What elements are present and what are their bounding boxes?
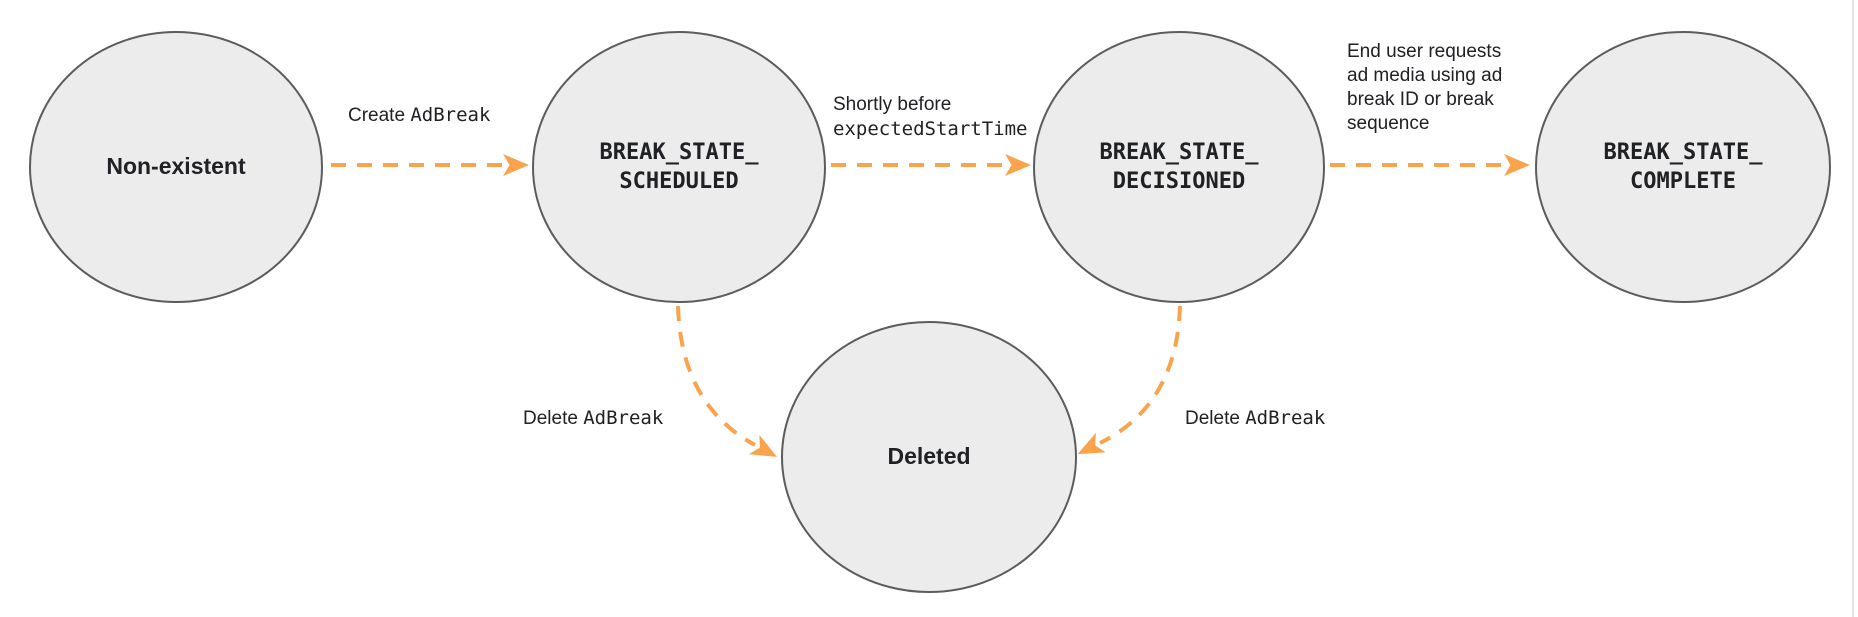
- node-label-line: BREAK_STATE_: [1603, 140, 1763, 165]
- edge-label-line: break ID or break: [1347, 89, 1494, 110]
- edge-label-action: Create: [348, 105, 406, 126]
- node-circle-non-existent: [29, 31, 323, 303]
- node-label-break-state-scheduled: BREAK_STATE_ SCHEDULED: [600, 138, 759, 196]
- node-label-non-existent: Non-existent: [106, 153, 246, 180]
- node-circle-break-state-complete: [1535, 31, 1831, 303]
- node-label-line: SCHEDULED: [619, 169, 739, 194]
- node-label-deleted: Deleted: [887, 443, 971, 470]
- edge-label-action: Delete: [523, 408, 578, 429]
- edge-label-shortly-before: Shortly before expectedStartTime: [833, 92, 1027, 142]
- page-right-border: [1852, 0, 1854, 617]
- node-label-line: DECISIONED: [1112, 169, 1246, 194]
- node-label-break-state-decisioned: BREAK_STATE_ DECISIONED: [1100, 138, 1259, 196]
- edge-label-code: AdBreak: [410, 104, 491, 126]
- node-circle-deleted: [781, 321, 1077, 593]
- edge-label-line: ad media using ad: [1347, 65, 1503, 86]
- edge-label-line-code: expectedStartTime: [833, 118, 1028, 140]
- edge-label-end-user-requests: End user requests ad media using ad brea…: [1347, 40, 1502, 136]
- node-label-line: BREAK_STATE_: [1099, 140, 1259, 165]
- edge-label-action: Delete: [1185, 408, 1240, 429]
- arrow-decisioned-to-deleted: [1077, 305, 1182, 455]
- edge-label-line: End user requests: [1347, 41, 1502, 62]
- edge-label-line: sequence: [1347, 113, 1430, 134]
- edge-label-delete-adbreak-left: Delete AdBreak: [523, 406, 663, 431]
- node-circle-break-state-decisioned: [1033, 31, 1325, 303]
- edge-label-code: AdBreak: [1245, 407, 1326, 429]
- edge-label-delete-adbreak-right: Delete AdBreak: [1185, 406, 1325, 431]
- node-label-line: COMPLETE: [1630, 169, 1736, 194]
- edge-label-code: AdBreak: [583, 407, 664, 429]
- node-label-line: BREAK_STATE_: [599, 140, 759, 165]
- node-circle-break-state-scheduled: [532, 31, 826, 303]
- edge-label-create-adbreak: Create AdBreak: [348, 103, 490, 128]
- node-label-break-state-complete: BREAK_STATE_ COMPLETE: [1604, 138, 1763, 196]
- arrow-scheduled-to-deleted: [676, 305, 777, 457]
- edge-label-line: Shortly before: [833, 94, 952, 115]
